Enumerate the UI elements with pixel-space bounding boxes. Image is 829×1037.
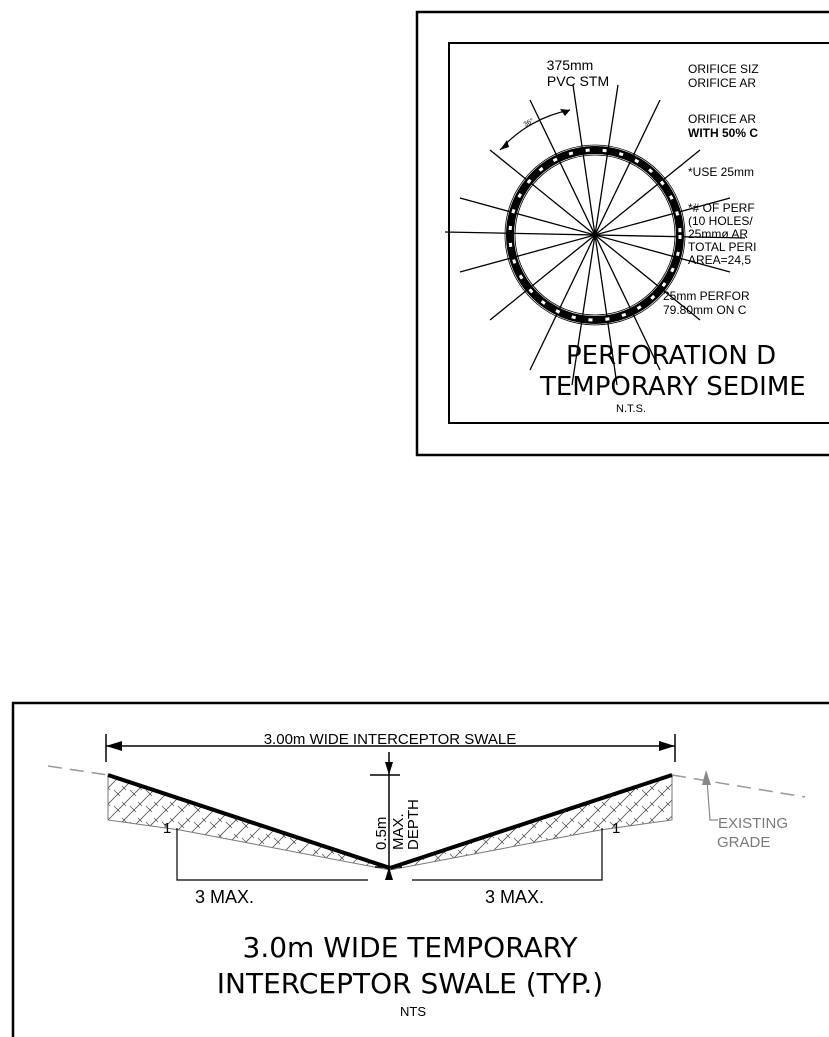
slope-indicators <box>176 828 603 881</box>
pipe-size-label: 375mm <box>547 57 594 73</box>
depth-label-2: MAX. <box>390 813 407 850</box>
width-dimension <box>105 734 676 762</box>
swale-border <box>11 701 829 1037</box>
existing-grade-line-left <box>47 765 109 776</box>
slope-rise-right: 1 <box>612 820 620 837</box>
spacing-note: 25mm PERFOR <box>663 289 750 303</box>
perforation-scale: N.T.S. <box>616 403 646 415</box>
perforation-title-line-1: PERFORATION D <box>566 341 776 371</box>
note-line: ORIFICE SIZ <box>688 62 759 76</box>
angle-dimension-arc <box>499 109 571 151</box>
note-line: AREA=24,5 <box>688 253 751 267</box>
existing-grade-label-2: GRADE <box>717 834 770 851</box>
spacing-note: 79.80mm ON C <box>663 303 747 317</box>
perforation-title-line-2: TEMPORARY SEDIME <box>539 372 806 402</box>
slope-rise-left: 1 <box>163 820 171 837</box>
angle-mark: 36° <box>522 117 535 129</box>
depth-label-1: 0.5m <box>373 817 390 850</box>
slope-run-right: 3 MAX. <box>485 887 544 907</box>
slope-run-left: 3 MAX. <box>195 887 254 907</box>
note-line: ORIFICE AR <box>688 112 756 126</box>
swale-side-right <box>389 773 673 870</box>
note-line: ORIFICE AR <box>688 76 756 90</box>
note-line: *# OF PERF <box>688 201 755 215</box>
existing-grade-leader <box>706 779 718 821</box>
swale-title-line-2: INTERCEPTOR SWALE (TYP.) <box>217 967 603 1000</box>
note-line: (10 HOLES/ <box>688 214 753 228</box>
depth-dimension <box>370 752 402 872</box>
perforation-detail: 36° 375mm PVC STM ORIFICE SIZ ORIFICE AR… <box>415 10 829 457</box>
note-line: *USE 25mm <box>688 165 754 179</box>
existing-grade-label-1: EXISTING <box>718 815 788 832</box>
perforation-outer-border <box>415 10 829 457</box>
perforation-notes: ORIFICE SIZ ORIFICE AR ORIFICE AR WITH 5… <box>539 62 806 402</box>
perforation-holes <box>508 148 682 322</box>
swale-width-label: 3.00m WIDE INTERCEPTOR SWALE <box>264 731 517 748</box>
swale-detail: 3.00m WIDE INTERCEPTOR SWALE 0.5m MAX. D… <box>11 701 829 1037</box>
note-line: WITH 50% C <box>688 126 758 140</box>
perforation-inner-border <box>448 42 829 424</box>
note-line: 25mmø AR <box>688 227 748 241</box>
pipe-type-label: PVC STM <box>547 73 609 89</box>
swale-title-line-1: 3.0m WIDE TEMPORARY <box>243 931 579 964</box>
depth-label-3: DEPTH <box>405 799 422 850</box>
existing-grade-line-right <box>671 774 806 798</box>
note-line: TOTAL PERI <box>688 240 756 254</box>
swale-scale: NTS <box>400 1004 426 1019</box>
swale-side-left <box>107 773 391 870</box>
pipe-cross-section: 36° <box>444 84 746 386</box>
